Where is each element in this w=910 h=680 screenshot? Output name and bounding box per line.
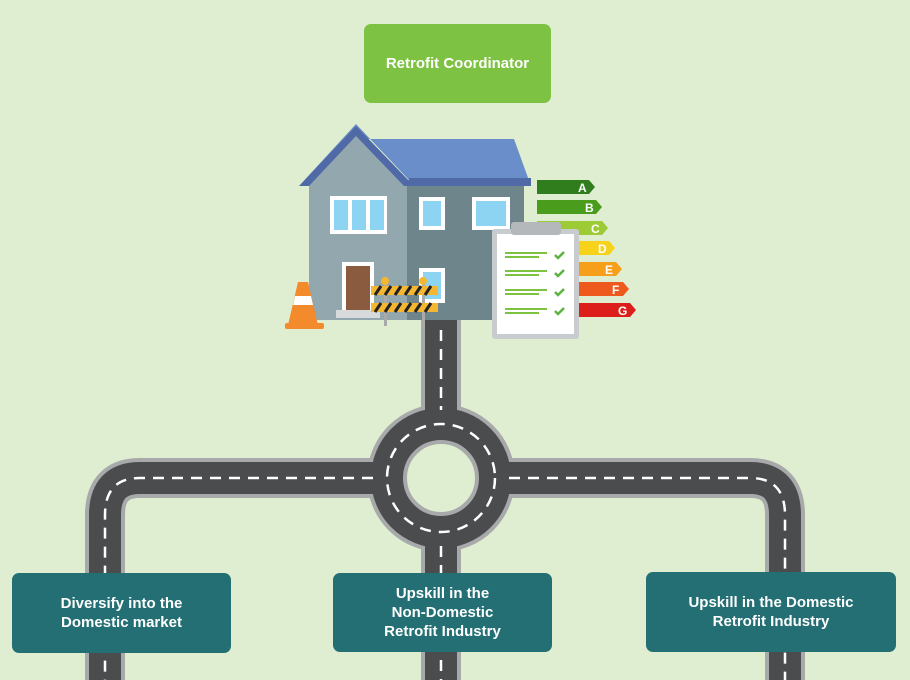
traffic-cone-icon [285,282,324,329]
rating-e: E [605,263,613,277]
retrofit-coordinator-box: Retrofit Coordinator [364,24,551,103]
clipboard-checklist-icon [492,222,579,339]
rating-d: D [598,242,607,256]
pathway-upskill-domestic: Upskill in the Domestic Retrofit Industr… [646,572,896,652]
rating-f: F [612,283,619,297]
rating-g: G [618,304,627,318]
pathway-upskill-non-domestic: Upskill in the Non-Domestic Retrofit Ind… [333,573,552,652]
rating-a: A [578,181,587,195]
rating-b: B [585,201,594,215]
house-icon [299,124,531,320]
road-barrier-icon [371,277,438,326]
pathway-diversify-domestic: Diversify into the Domestic market [12,573,231,653]
rating-c: C [591,222,600,236]
